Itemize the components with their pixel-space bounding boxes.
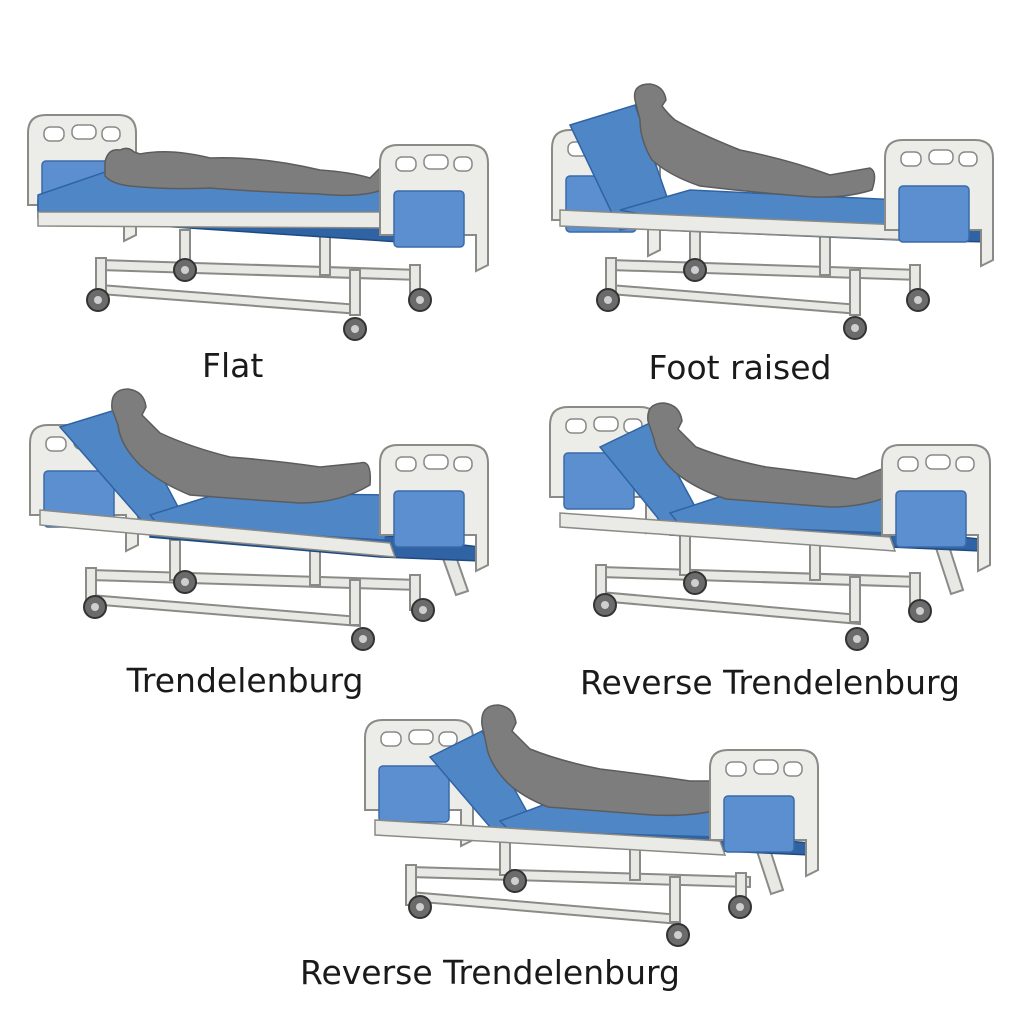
panel-reverse-trendelenburg-1: Reverse Trendelenburg: [540, 395, 1010, 702]
footboard: [881, 444, 991, 572]
foot-raised-bed-illustration: [551, 83, 994, 340]
panel-flat: Flat: [20, 100, 490, 385]
panel-reverse-trendelenburg-2: Reverse Trendelenburg: [300, 695, 820, 1000]
patient-silhouette: [111, 388, 372, 504]
mattress: [39, 406, 481, 562]
bed-base-frame: [85, 539, 470, 628]
reverse-trendelenburg-bed-illustration-2: [364, 704, 819, 947]
reverse-trendelenburg-bed-illustration-1: [549, 402, 991, 651]
bed-base-frame: [95, 229, 421, 316]
trendelenburg-bed-illustration: [29, 388, 489, 651]
bed-base-frame: [595, 534, 965, 626]
caption-trendelenburg: Trendelenburg: [126, 661, 364, 700]
caption-foot-raised: Foot raised: [648, 348, 832, 387]
footboard: [379, 144, 489, 272]
caption-reverse-trendelenburg-1: Reverse Trendelenburg: [580, 663, 960, 702]
patient-silhouette: [104, 147, 386, 197]
panel-foot-raised: Foot raised: [540, 80, 1010, 387]
caption-flat: Flat: [202, 346, 264, 385]
panel-trendelenburg: Trendelenburg: [20, 385, 500, 700]
flat-bed-illustration: [27, 114, 489, 341]
patient-silhouette: [633, 83, 876, 198]
footboard: [884, 139, 994, 267]
caption-reverse-trendelenburg-2: Reverse Trendelenburg: [300, 953, 680, 992]
